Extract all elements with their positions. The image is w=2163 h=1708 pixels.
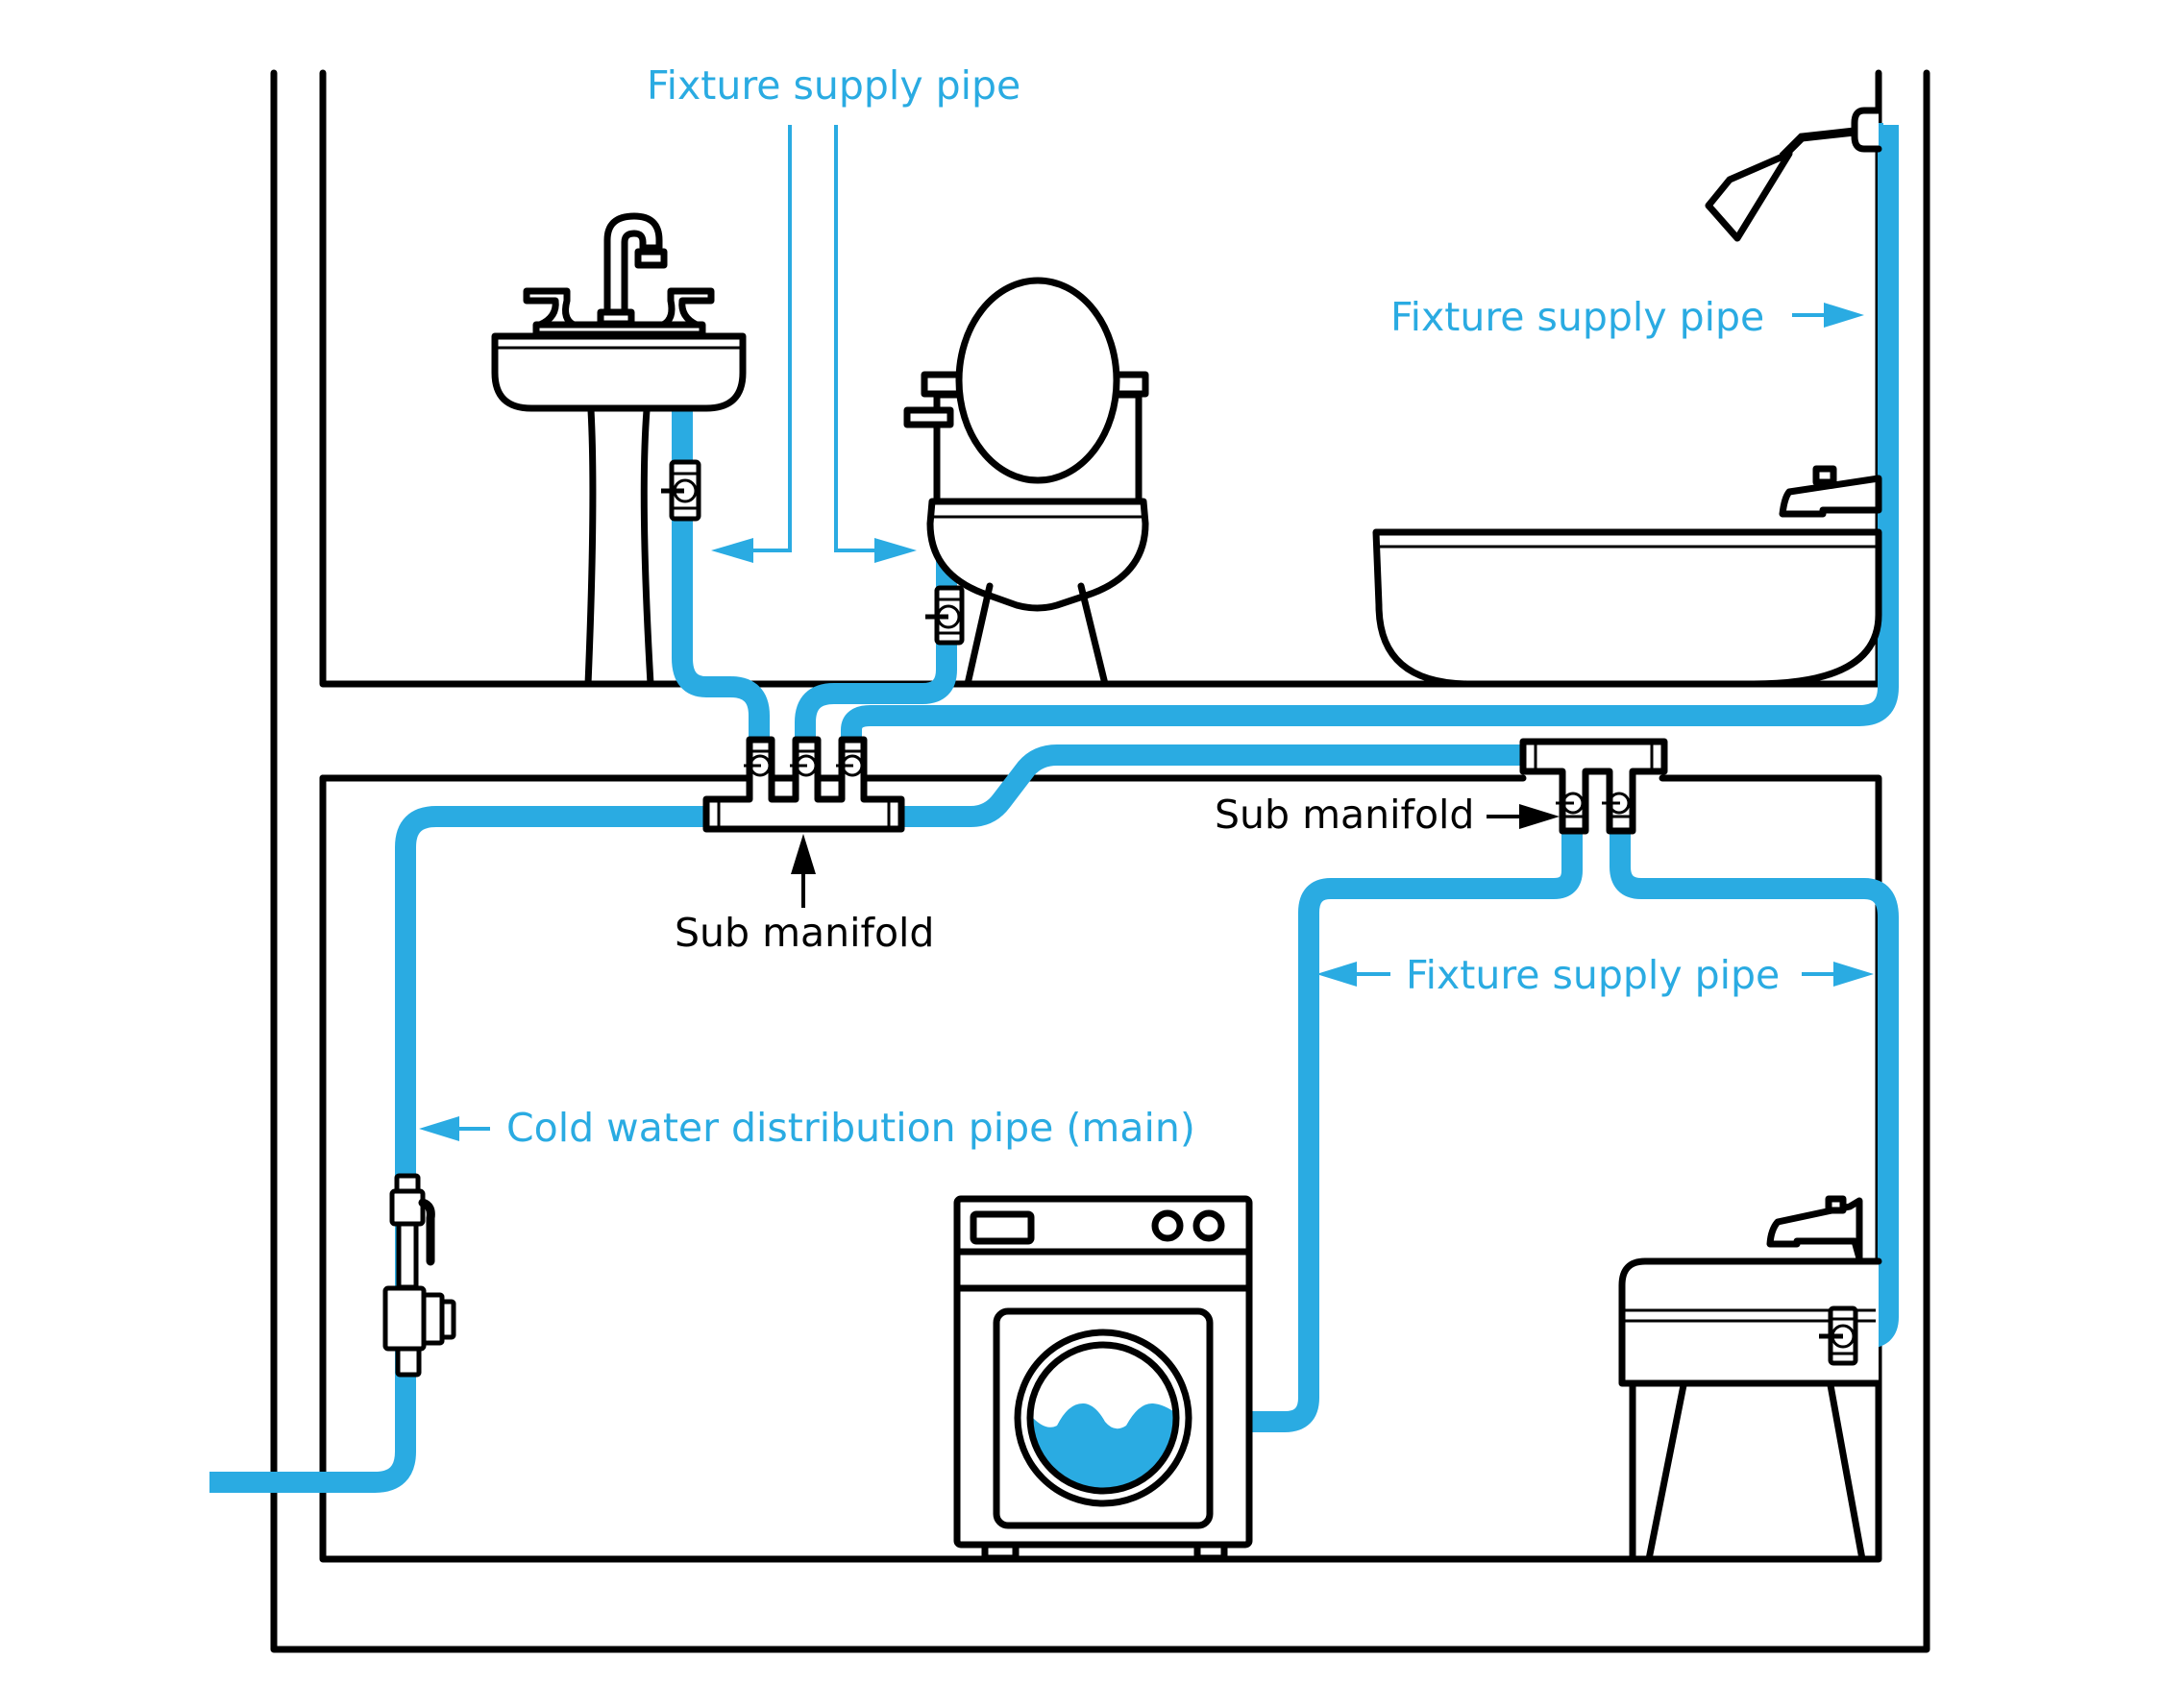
washer-foot — [1193, 1541, 1228, 1562]
toilet-seat-lid — [955, 277, 1120, 484]
cold-water-main-pipe — [209, 806, 704, 1493]
arrow-right-icon — [1833, 962, 1874, 987]
valve-upper-body — [389, 1188, 426, 1227]
manifold-connector-pipe — [903, 744, 1528, 827]
sink-shutoff-valve — [661, 459, 701, 522]
manifold-outlet-valve — [744, 749, 772, 777]
sink-handle-left — [523, 287, 578, 329]
shower-head-icon — [1705, 150, 1793, 242]
washer-drum-window — [1026, 1341, 1180, 1495]
toilet — [903, 277, 1149, 688]
valve-lever-handle-icon — [418, 1198, 435, 1266]
arrow-left-icon — [711, 538, 753, 563]
annotations: Fixture supply pipe Fixture supply pipe … — [419, 62, 1874, 1151]
utility-sink-legs — [1629, 1381, 1866, 1563]
valve-body — [382, 1285, 427, 1352]
washing-machine — [953, 1195, 1253, 1562]
outer-wall — [270, 69, 1930, 1653]
sink-pedestal — [584, 406, 654, 688]
valve-knob — [439, 1299, 456, 1340]
leader-line — [740, 125, 792, 552]
label-fixture-supply-shower: Fixture supply pipe — [1390, 294, 1764, 340]
manifold-outlet-valve — [1556, 792, 1585, 818]
toilet-shutoff-valve — [925, 585, 965, 646]
label-cold-water-main: Cold water distribution pipe (main) — [506, 1105, 1195, 1151]
lower-room-wall — [319, 774, 1882, 1563]
valve-bottom-fitting — [395, 1346, 422, 1378]
arrow-left-icon — [1316, 962, 1357, 987]
manifold-outlet-valve — [790, 749, 818, 777]
pipes — [209, 123, 1899, 1493]
tub-diverter — [1812, 465, 1837, 486]
arrow-left-icon — [419, 1116, 459, 1141]
label-fixture-supply-top: Fixture supply pipe — [647, 62, 1020, 109]
shower-arm — [1779, 127, 1856, 160]
label-fixture-supply-lower: Fixture supply pipe — [1406, 952, 1780, 998]
faucet-aerator — [634, 248, 668, 269]
utility-sink — [1618, 1195, 1882, 1563]
label-sub-manifold-right: Sub manifold — [1215, 792, 1474, 838]
utility-sink-shutoff-valve — [1819, 1305, 1858, 1366]
shower-supply-pipe — [841, 125, 1899, 741]
bathtub — [1372, 465, 1882, 688]
sink-basin — [491, 332, 747, 412]
toilet-bowl — [926, 498, 1149, 612]
left-sub-manifold — [702, 736, 905, 833]
utility-faucet-icon — [1766, 1197, 1863, 1262]
right-sub-manifold — [1519, 738, 1668, 835]
sink-handle-right — [659, 287, 715, 329]
shower-arm-flange — [1851, 107, 1882, 153]
arrow-right-icon — [1519, 804, 1560, 829]
arrow-right-icon — [874, 538, 917, 563]
utility-sink-supply-pipe — [1610, 834, 1899, 1349]
utility-faucet-handle — [1825, 1195, 1847, 1214]
washer-knob-icon — [1151, 1209, 1184, 1242]
sink-faucet-icon — [603, 212, 663, 318]
bathtub-body — [1372, 528, 1882, 688]
valve-bonnet — [421, 1292, 445, 1346]
arrow-right-icon — [1824, 303, 1864, 328]
toilet-base — [964, 582, 1109, 688]
toilet-supply-pipe — [795, 552, 957, 740]
left-manifold-body — [702, 736, 905, 833]
toilet-flush-lever — [903, 406, 954, 428]
valve-stem — [396, 1221, 419, 1290]
sink-supply-pipe — [672, 408, 770, 740]
washer-supply-pipe — [1251, 834, 1583, 1432]
label-sub-manifold-left: Sub manifold — [675, 910, 934, 956]
shower — [1705, 107, 1882, 242]
pedestal-sink — [491, 212, 747, 688]
manifold-outlet-valve — [1602, 792, 1631, 818]
leader-line — [834, 125, 884, 552]
washer-display — [970, 1210, 1035, 1245]
arrow-up-icon — [791, 834, 816, 874]
right-manifold-body — [1519, 738, 1668, 835]
manifold-outlet-valve — [836, 749, 864, 777]
washer-knob-icon — [1192, 1209, 1225, 1242]
main-shutoff-valve — [382, 1173, 456, 1378]
washer-foot — [981, 1541, 1020, 1562]
tub-spout-icon — [1779, 475, 1882, 518]
